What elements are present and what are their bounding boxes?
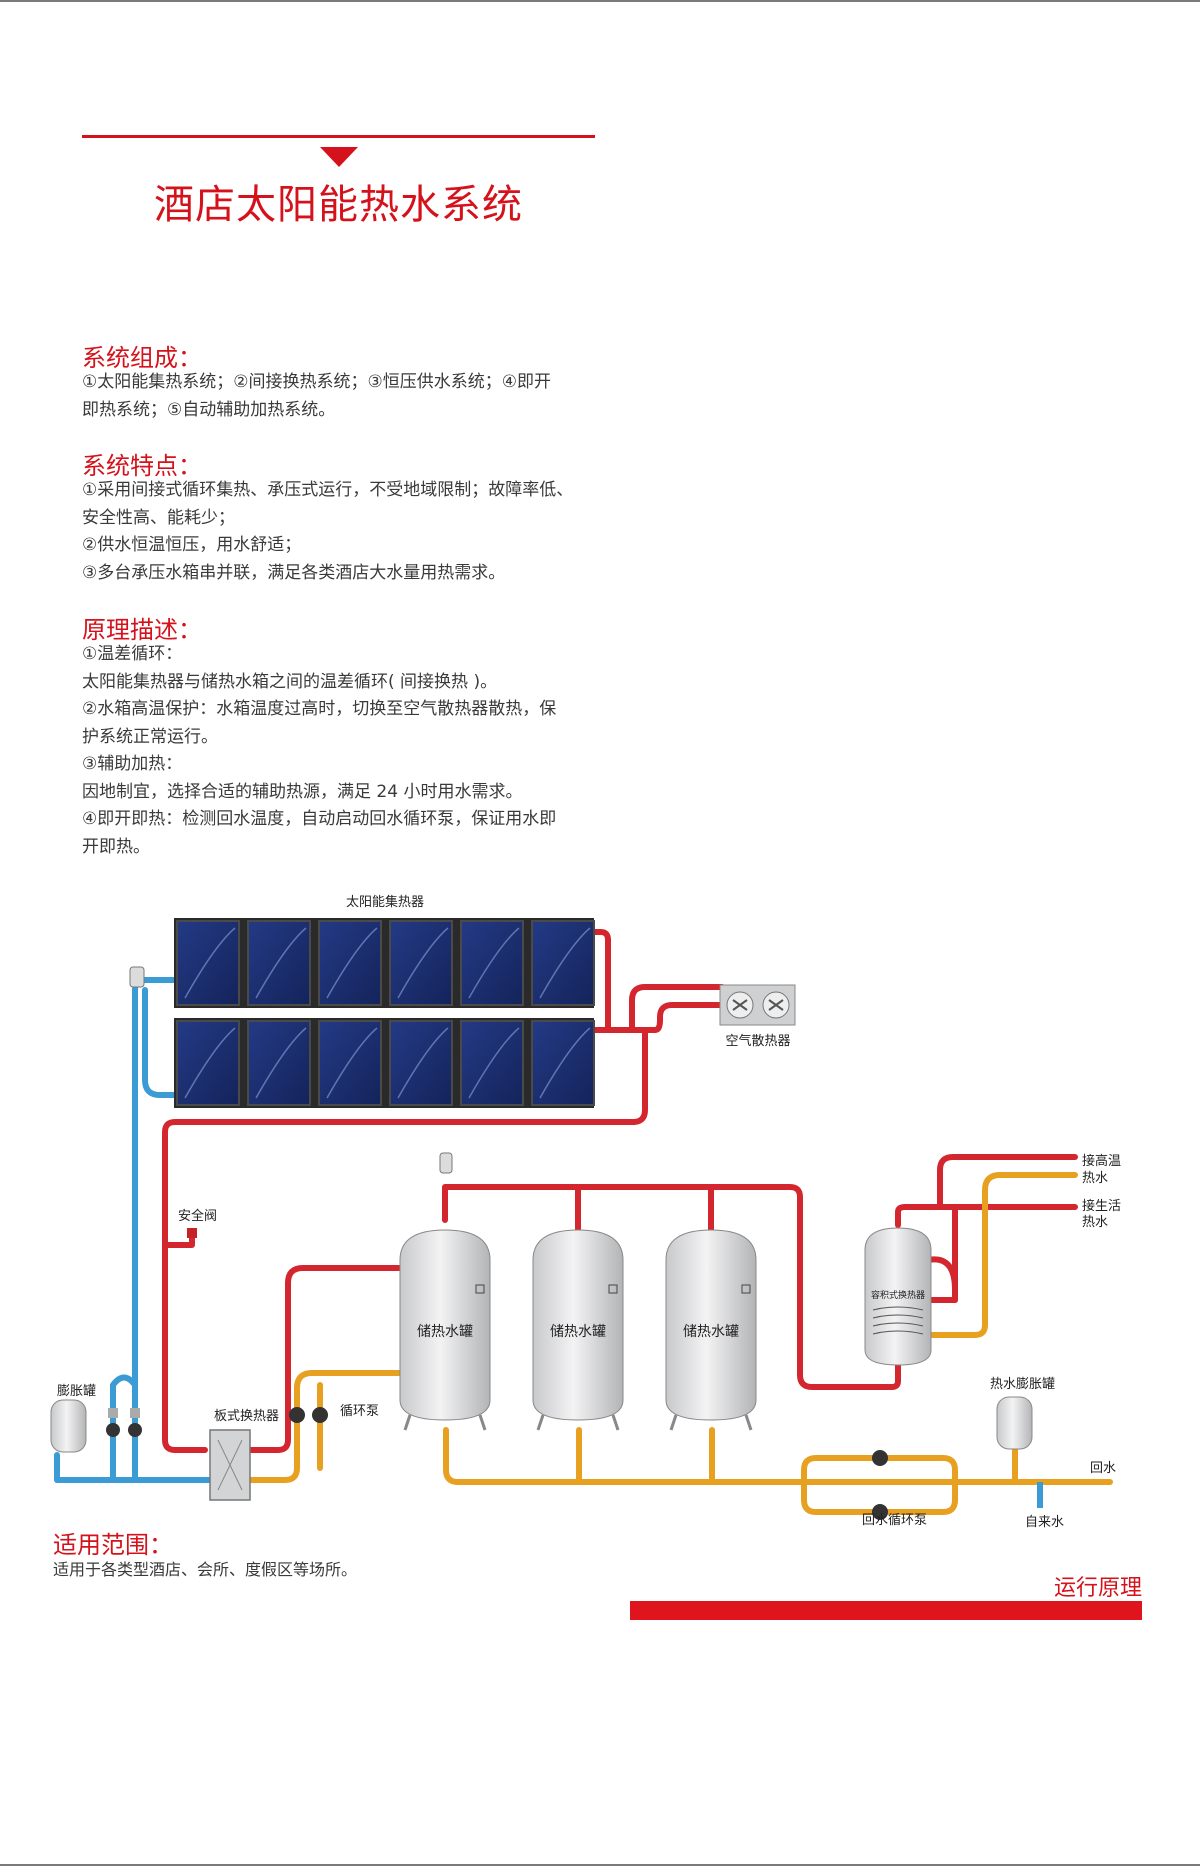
text-line: ①太阳能集热系统；②间接换热系统；③恒压供水系统；④即开 (82, 372, 551, 392)
return-water-label: 回水 (1090, 1461, 1116, 1476)
footer-label: 运行原理 (1053, 1576, 1142, 1601)
page-title: 酒店太阳能热水系统 (154, 182, 523, 228)
text-line: 护系统正常运行。 (82, 726, 218, 747)
section-body-features: ①采用间接式循环集热、承压式运行，不受地域限制；故障率低、 安全性高、能耗少； … (82, 477, 602, 587)
section-heading-features: 系统特点： (82, 452, 202, 480)
collector-label: 太阳能集热器 (346, 894, 424, 910)
storage-tank-label: 储热水罐 (550, 1324, 606, 1340)
text-line: 即热系统；⑤自动辅助加热系统。 (82, 399, 336, 420)
plate-exchanger-label: 板式换热器 (214, 1409, 279, 1424)
hot-pipe-network (162, 929, 1078, 1453)
safety-valve-label: 安全阀 (178, 1208, 217, 1224)
text-line: ①采用间接式循环集热、承压式运行，不受地域限制；故障率低、 (82, 480, 574, 500)
title-rule (82, 135, 595, 138)
air-cooler (719, 984, 796, 1026)
title-marker (320, 147, 358, 167)
domestic-hot-water-label: 热水 (1082, 1215, 1108, 1230)
section-heading-principle: 原理描述： (82, 616, 202, 644)
scope-heading: 适用范围： (53, 1531, 173, 1559)
text-line: ③辅助加热： (82, 754, 183, 774)
solar-collector-array (174, 918, 595, 1108)
return-pipe-network (247, 1172, 1113, 1515)
safety-valve-icon (187, 1228, 197, 1238)
text-line: ④即开即热：检测回水温度，自动启动回水循环泵，保证用水即 (82, 809, 557, 829)
air-cooler-label: 空气散热器 (725, 1033, 790, 1049)
storage-tank-label: 储热水罐 (683, 1324, 739, 1340)
text-line: ②水箱高温保护：水箱温度过高时，切换至空气散热器散热，保 (82, 699, 557, 719)
storage-tank (532, 1229, 624, 1431)
storage-tank-label: 储热水罐 (417, 1324, 473, 1340)
text-line: ②供水恒温恒压，用水舒适； (82, 535, 302, 555)
volumetric-heat-exchanger (864, 1227, 932, 1366)
hot-expansion-tank-label: 热水膨胀罐 (990, 1377, 1055, 1392)
text-line: ①温差循环： (82, 644, 183, 664)
air-vent-icon (129, 966, 145, 988)
text-line: ③多台承压水箱串并联，满足各类酒店大水量用热需求。 (82, 562, 506, 583)
section-body-composition: ①太阳能集热系统；②间接换热系统；③恒压供水系统；④即开 即热系统；⑤自动辅助加… (82, 369, 602, 424)
expansion-tank-label: 膨胀罐 (57, 1384, 96, 1399)
return-pumps (872, 1450, 888, 1520)
section-heading-composition: 系统组成： (82, 344, 202, 372)
hot-water-expansion-tank (996, 1396, 1033, 1450)
text-line: 安全性高、能耗少； (82, 507, 235, 528)
scope-text: 适用于各类型酒店、会所、度假区等场所。 (53, 1560, 358, 1579)
circ-pump-label: 循环泵 (340, 1404, 379, 1419)
high-temp-label: 接高温 (1082, 1153, 1121, 1169)
text-line: 因地制宜，选择合适的辅助热源，满足 24 小时用水需求。 (82, 781, 523, 802)
bottom-border (0, 1864, 1200, 1866)
volumetric-exchanger-label: 容积式换热器 (871, 1289, 925, 1301)
domestic-hot-water-label: 接生活 (1082, 1198, 1121, 1214)
return-pump-label: 回水循环泵 (862, 1513, 927, 1528)
circulation-pumps (289, 1407, 328, 1423)
expansion-tank (50, 1399, 87, 1453)
storage-tank (399, 1229, 491, 1431)
text-line: 太阳能集热器与储热水箱之间的温差循环( 间接换热 )。 (82, 671, 498, 692)
section-body-principle: ①温差循环： 太阳能集热器与储热水箱之间的温差循环( 间接换热 )。 ②水箱高温… (82, 641, 602, 861)
collector-pumps (106, 1408, 142, 1437)
storage-tank (665, 1229, 757, 1431)
text-line: 开即热。 (82, 836, 150, 857)
high-temp-label: 热水 (1082, 1171, 1108, 1186)
plate-heat-exchanger (209, 1429, 251, 1501)
tap-water-label: 自来水 (1025, 1515, 1064, 1530)
air-vent-icon (439, 1152, 453, 1174)
footer-bar (630, 1601, 1142, 1620)
top-border (0, 0, 1200, 2)
